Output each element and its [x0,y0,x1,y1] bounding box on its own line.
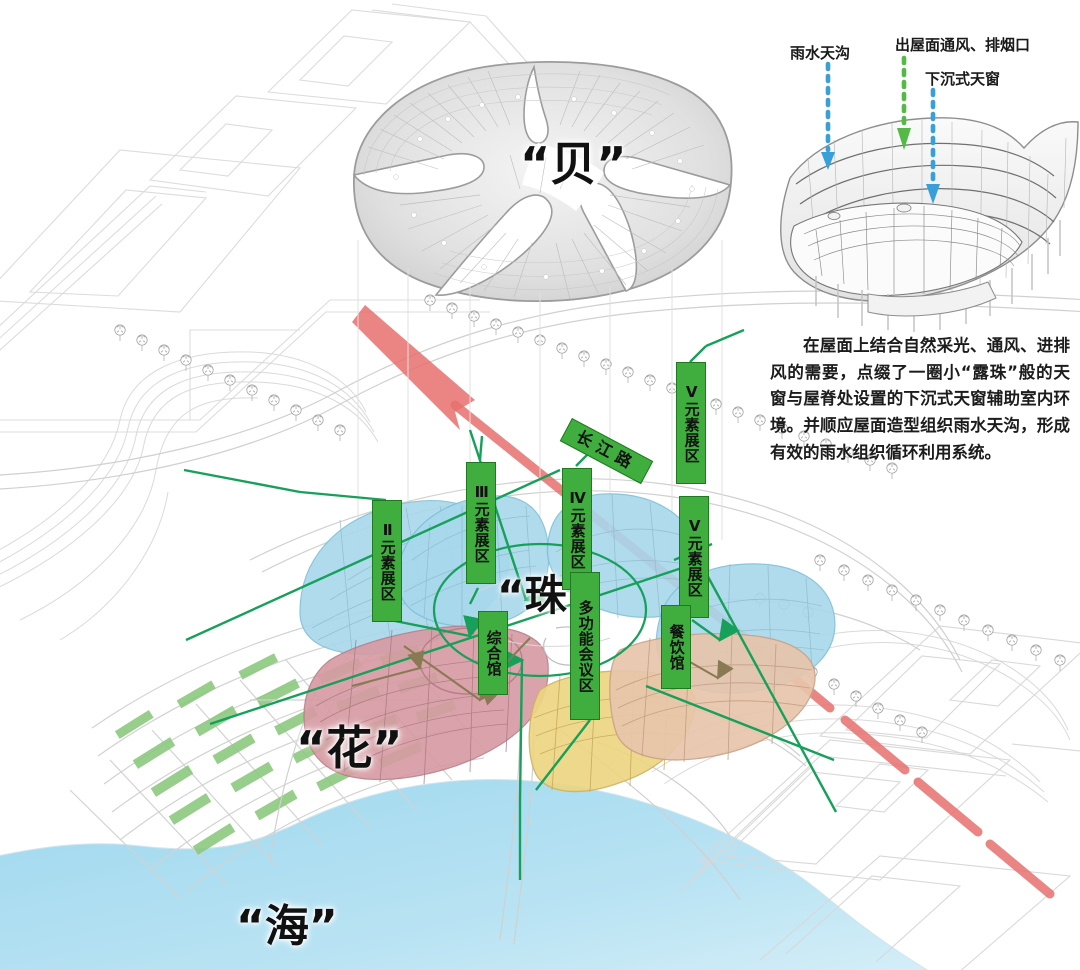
chip-dining-hall[interactable]: 餐饮馆 [661,605,691,689]
label-sea: “海” [236,901,338,952]
chip-zone-5-lower[interactable]: Ⅴ元素展区 [679,496,709,618]
down-arrow-icon [821,152,835,170]
chip-conference-zone[interactable]: 多功能会议区 [570,572,600,720]
roof-3d-cutaway [780,117,1079,332]
label-flower: “花” [296,721,403,775]
down-arrow-icon [897,128,911,150]
chip-zone-5-upper[interactable]: Ⅴ元素展区 [676,362,706,484]
callout-arrows [821,55,940,204]
sea-water-area [0,779,929,970]
label-shell: “贝” [520,137,627,191]
callout-sunken-skylight: 下沉式天窗 [925,70,1001,88]
down-arrow-icon [926,184,940,204]
description-paragraph: 在屋面上结合自然采光、通风、进排风的需要，点缀了一圈小“露珠”般的天窗与屋脊处设… [770,336,1070,462]
dining-hall-zone [609,631,816,763]
chip-general-hall[interactable]: 综合馆 [478,611,508,695]
chip-zone-3[interactable]: Ⅲ元素展区 [466,462,496,584]
chip-zone-4[interactable]: Ⅳ元素展区 [562,468,592,590]
callout-rain-gutter: 雨水天沟 [790,44,851,62]
leader-lines [183,328,838,880]
shell-roof-plan [352,60,733,303]
callout-roof-vent: 出屋面通风、排烟口 [895,36,1031,54]
city-blocks-southeast [679,625,1080,970]
chip-zone-2[interactable]: Ⅱ元素展区 [372,500,402,622]
